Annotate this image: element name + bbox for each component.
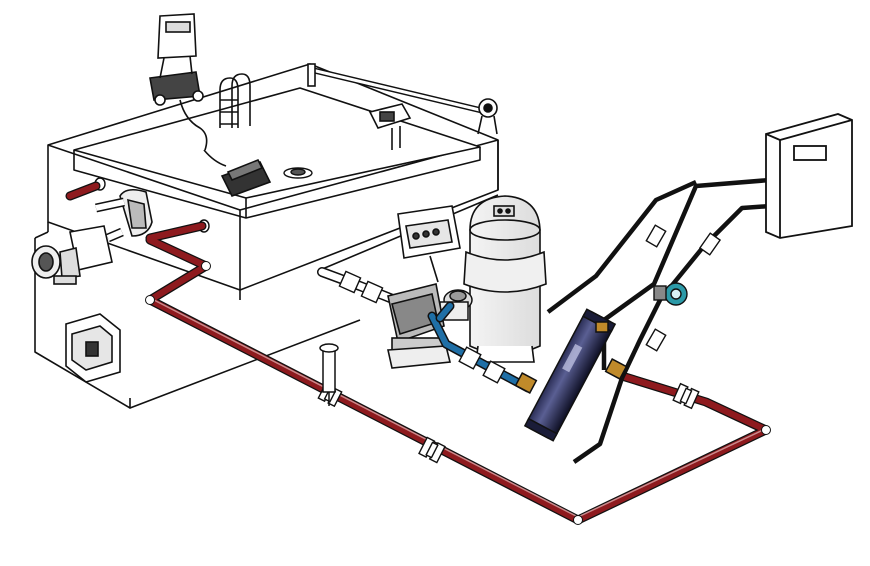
dosing-column-icon bbox=[319, 343, 339, 406]
circulator-pump-icon bbox=[653, 282, 688, 306]
pipe-union-icon bbox=[317, 382, 700, 464]
sand-filter-icon bbox=[463, 195, 547, 363]
filter-pump-icon bbox=[387, 283, 451, 369]
pipe-union-icon bbox=[645, 224, 722, 352]
timer-controller-icon bbox=[397, 205, 461, 283]
skimmer-icon bbox=[368, 103, 412, 150]
robot-caddy-icon bbox=[149, 13, 208, 151]
pipe-union-icon bbox=[458, 346, 506, 384]
boiler-icon bbox=[765, 113, 853, 239]
robot-cleaner-icon bbox=[203, 149, 272, 197]
heat-exchanger-icon bbox=[514, 308, 628, 442]
roller-cover-icon bbox=[307, 63, 498, 135]
pipe-union-icon bbox=[338, 270, 384, 304]
counter-current-pump-icon bbox=[31, 188, 153, 285]
floor-drain-icon bbox=[283, 167, 313, 179]
pipe-network-red bbox=[65, 181, 771, 525]
switch-box-icon bbox=[65, 313, 121, 383]
ladder-icon bbox=[219, 73, 251, 128]
primary-loop bbox=[546, 177, 771, 464]
